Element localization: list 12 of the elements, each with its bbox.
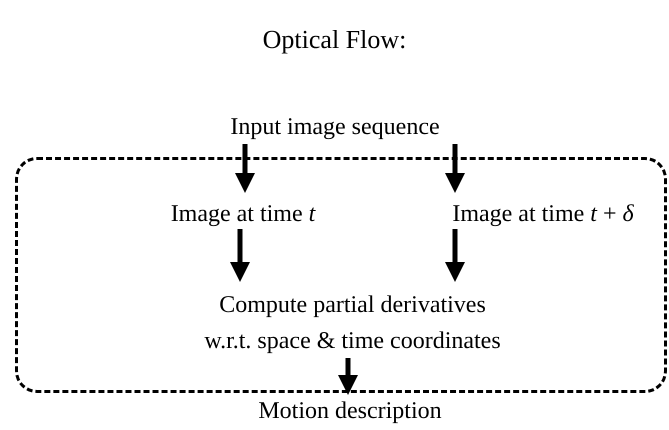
arrow [445, 229, 465, 282]
diagram-title: Optical Flow: [262, 24, 408, 56]
arrow [230, 229, 250, 282]
step-label: Compute partial derivatives w.r.t. space & time coordinates [195, 285, 510, 361]
step-label: Image at time t + δ [418, 196, 668, 232]
arrow [338, 358, 358, 395]
step-label: Motion description [230, 395, 470, 427]
step-label: Input image sequence [200, 110, 470, 144]
dashed-group-frame [15, 157, 667, 393]
step-label: Image at time t [133, 196, 353, 232]
arrow [445, 144, 465, 193]
arrow [235, 144, 255, 193]
